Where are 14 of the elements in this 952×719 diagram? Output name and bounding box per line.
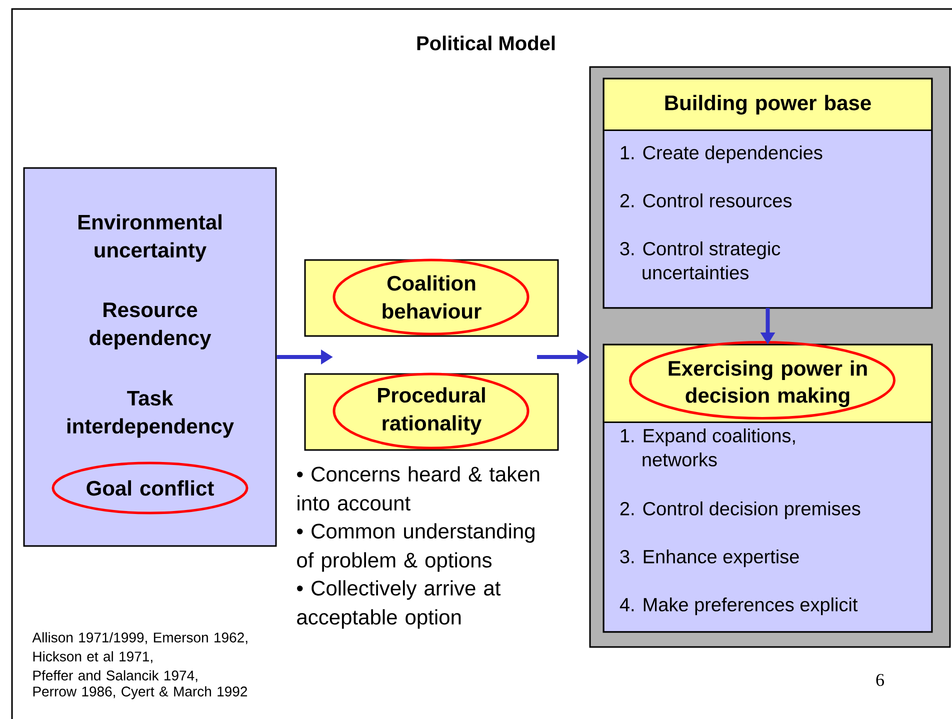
- citation: Hickson et al 1971,: [33, 651, 152, 664]
- factor-box: Environmental uncertainty Resource dependency Task interdependency Goal conflict: [23, 167, 277, 547]
- process-box: Procedural rationality: [304, 372, 559, 451]
- bullet-text: • Common understanding of problem & options: [297, 523, 534, 572]
- process-box: Coalition behaviour: [304, 258, 559, 337]
- list-box: Exercising power in decision making 1. Expand coalitions, networks 2. Control decision premises 3. Enhance expertise 4. Make preferences explicit: [602, 341, 933, 633]
- citation: Perrow 1986, Cyert & March 1992: [33, 686, 248, 700]
- title: Political Model: [417, 36, 555, 50]
- page-number: 6: [876, 674, 884, 686]
- bullet-text: • Collectively arrive at acceptable option: [297, 580, 501, 629]
- citation: Pfeffer and Salancik 1974,: [33, 670, 198, 682]
- bullet-text: • Concerns heard & taken into account: [297, 466, 540, 511]
- list-box: Building power base 1. Create dependencies 2. Control resources 3. Control strategic uncertainties: [602, 78, 933, 309]
- citation: Allison 1971/1999, Emerson 1962,: [32, 632, 248, 644]
